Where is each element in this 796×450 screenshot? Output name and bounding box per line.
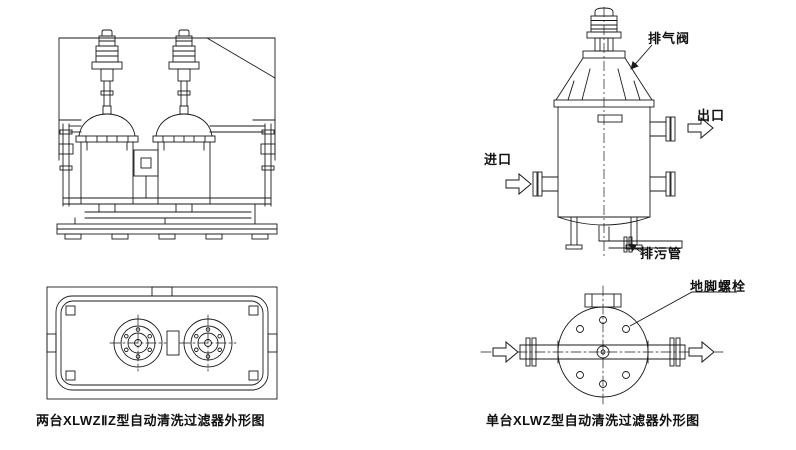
vessel-right: [152, 105, 216, 205]
anchor-bolt-leader-line: [629, 291, 737, 327]
side-piping-right: [209, 123, 276, 207]
anchor-bolt-hole: [576, 325, 584, 333]
plan-outlet-flow-arrow-icon: [688, 340, 715, 364]
control-box: [133, 149, 159, 199]
drive-shafts: [100, 80, 191, 107]
drain-pipe-leader-arrow: [628, 243, 645, 255]
label-exhaust-valve: 排气阀: [648, 31, 691, 46]
single-filter-top-view: [480, 285, 737, 405]
exhaust-valve-leader-arrow: [630, 44, 653, 70]
side-piping-left: [58, 123, 82, 207]
top-motor-assembly: [582, 7, 626, 59]
anchor-bolt-hole: [576, 371, 584, 379]
base-frame: [56, 223, 278, 240]
anchor-bolt-hole: [622, 325, 630, 333]
dual-filter-front-view: [56, 29, 278, 240]
anchor-bolt-hole: [599, 316, 607, 324]
filter-circle-left: [109, 314, 167, 372]
label-inlet: 进口: [484, 152, 513, 167]
vessel-cone-head: [553, 57, 655, 108]
skid-outline: [46, 286, 278, 400]
right-figure-caption: 单台XLWZ型自动清洗过滤器外形图: [486, 413, 700, 428]
label-drain-pipe: 排污管: [640, 246, 683, 261]
anchor-bolt-hole: [622, 371, 630, 379]
filter-circle-right: [179, 314, 237, 372]
inlet-nozzle: [532, 171, 559, 197]
vessel-left: [75, 105, 139, 205]
header-piping: [62, 197, 272, 225]
outlet-nozzle-upper: [649, 116, 676, 142]
support-frame: [58, 37, 276, 161]
vessel-shell: [557, 106, 651, 226]
plan-view-body: [480, 285, 724, 405]
outlet-flow-arrow-icon: [687, 116, 714, 140]
dual-filter-top-view: [46, 286, 278, 400]
label-outlet: 出口: [697, 108, 726, 123]
inlet-flow-arrow-icon: [505, 172, 532, 196]
plan-inlet-flow-arrow-icon: [492, 340, 519, 364]
anchor-bolt-hole: [599, 380, 607, 388]
label-anchor-bolt: 地脚螺栓: [690, 279, 747, 294]
left-figure-caption: 两台XLWZⅡZ型自动清洗过滤器外形图: [36, 413, 265, 428]
single-filter-side-view: [505, 7, 714, 257]
outlet-nozzle-lower: [649, 171, 676, 197]
